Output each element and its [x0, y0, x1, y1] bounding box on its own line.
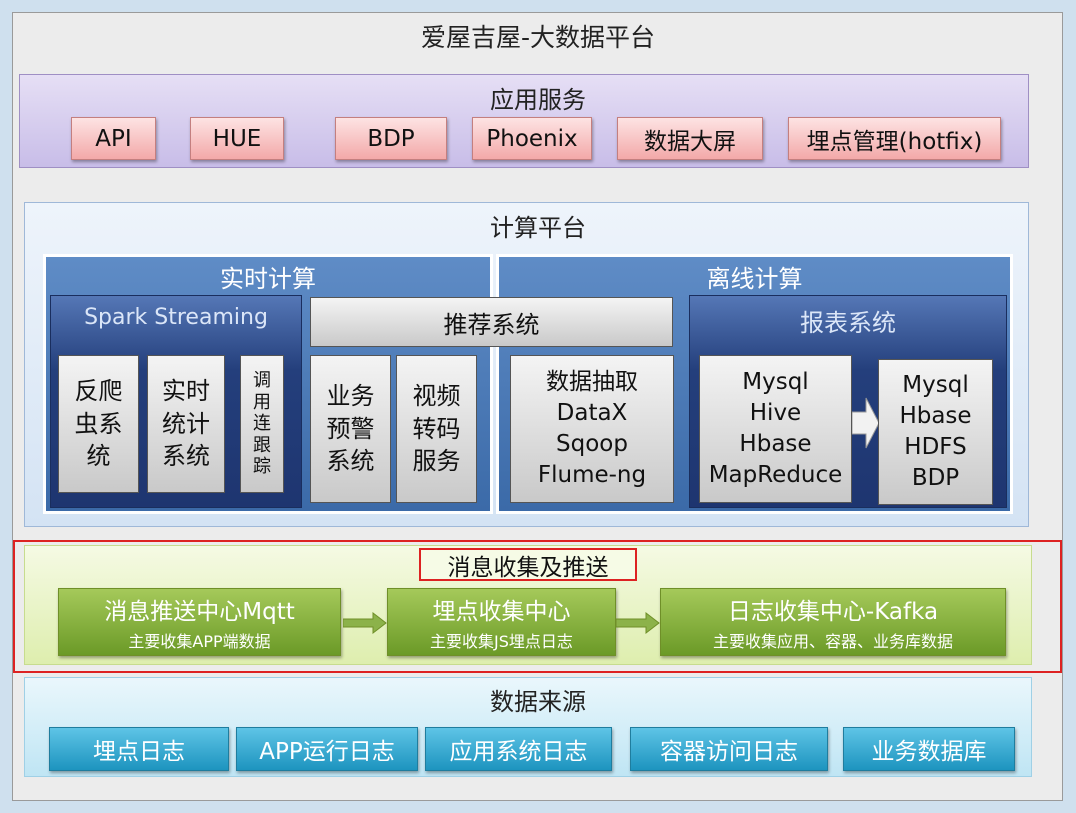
app-tracking-management: 埋点管理(hotfix) [788, 117, 1001, 160]
app-api: API [71, 117, 156, 160]
report-source-stack: Mysql Hive Hbase MapReduce [699, 355, 852, 503]
source-app-runtime-log: APP运行日志 [236, 727, 418, 771]
app-phoenix: Phoenix [472, 117, 592, 160]
mqtt-push-center-desc: 主要收集APP端数据 [128, 632, 271, 651]
compute-title: 计算平台 [490, 214, 586, 242]
report-flow-arrow-icon [852, 397, 880, 449]
app-bdp: BDP [335, 117, 447, 160]
realtime-title: 实时计算 [220, 265, 316, 293]
messaging-highlight-frame [13, 540, 1062, 673]
recommendation-system: 推荐系统 [310, 297, 673, 347]
mqtt-push-center-name: 消息推送中心Mqtt [104, 599, 295, 625]
tracking-collect-center-name: 埋点收集中心 [432, 599, 571, 625]
app-big-screen: 数据大屏 [617, 117, 763, 160]
tracking-collect-center: 埋点收集中心 主要收集JS埋点日志 [387, 588, 616, 656]
messaging-title: 消息收集及推送 [419, 548, 637, 581]
kafka-log-center-name: 日志收集中心-Kafka [727, 599, 939, 625]
video-transcode-service: 视频 转码 服务 [396, 355, 477, 503]
data-extraction: 数据抽取 DataX Sqoop Flume-ng [510, 355, 674, 503]
source-tracking-log: 埋点日志 [49, 727, 229, 771]
app-hue: HUE [190, 117, 284, 160]
source-business-database: 业务数据库 [843, 727, 1015, 771]
offline-title: 离线计算 [706, 265, 803, 293]
spark-streaming-title: Spark Streaming [84, 305, 268, 330]
business-alert-system: 业务 预警 系统 [310, 355, 391, 503]
arrow-right-icon [343, 612, 387, 634]
kafka-log-center: 日志收集中心-Kafka 主要收集应用、容器、业务库数据 [660, 588, 1006, 656]
report-target-stack: Mysql Hbase HDFS BDP [878, 359, 993, 505]
source-app-system-log: 应用系统日志 [425, 727, 612, 771]
kafka-log-center-desc: 主要收集应用、容器、业务库数据 [712, 632, 953, 651]
source-container-access-log: 容器访问日志 [630, 727, 828, 771]
mqtt-push-center: 消息推送中心Mqtt 主要收集APP端数据 [58, 588, 341, 656]
data-sources-title: 数据来源 [490, 688, 586, 716]
tracking-collect-center-desc: 主要收集JS埋点日志 [430, 632, 573, 651]
page-title: 爱屋吉屋-大数据平台 [420, 23, 656, 52]
call-chain-tracing: 调 用 连 跟 踪 [240, 355, 284, 493]
report-system-title: 报表系统 [800, 309, 896, 337]
arrow-right-icon [616, 612, 660, 634]
realtime-stats-system: 实时 统计 系统 [147, 355, 225, 493]
anti-crawler-system: 反爬 虫系 统 [58, 355, 139, 493]
app-services-title: 应用服务 [490, 86, 586, 114]
